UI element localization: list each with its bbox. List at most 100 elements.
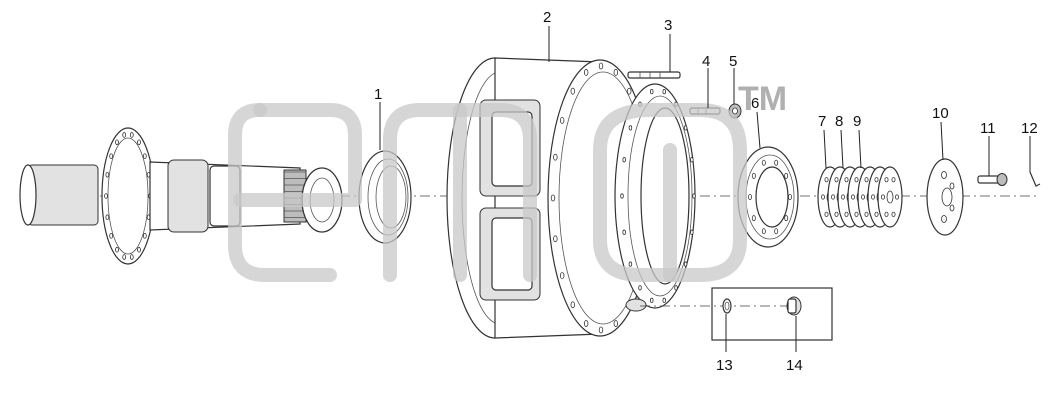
hub-bolt-hole [627, 87, 632, 95]
bore-bolt-hole [662, 89, 666, 95]
lock-plate-part-10 [926, 158, 964, 236]
bearing-roller [761, 159, 766, 166]
hub-bolt-hole [553, 235, 558, 243]
shim-hole [884, 211, 889, 217]
shim-center-hole [886, 190, 894, 204]
flange-bolt-hole [115, 246, 119, 253]
shim-hole [881, 194, 886, 200]
bearing-roller [788, 193, 792, 200]
callout-8: 8 [835, 113, 843, 130]
hub-housing-part-2 [446, 57, 696, 339]
hub-bolt-hole [553, 153, 558, 161]
bore-bolt-hole [628, 261, 633, 267]
shim-hole [864, 211, 869, 217]
flange-bolt-hole [104, 193, 108, 199]
shim-hole [895, 194, 900, 200]
bearing-roller [751, 215, 756, 222]
flange-bolt-hole [122, 132, 127, 138]
bearing-roller [761, 228, 766, 235]
shim-hole [861, 194, 866, 200]
callout-9: 9 [853, 113, 861, 130]
flange-bolt-hole [109, 153, 113, 159]
bore-bolt-hole [650, 89, 654, 95]
shim-hole [834, 177, 839, 183]
o-ring-part-13 [722, 298, 732, 314]
hub-bolt-hole [583, 320, 589, 327]
shim-hole [851, 194, 856, 200]
callout-10: 10 [932, 105, 949, 122]
hub-bolt-hole [583, 69, 589, 76]
watermark-tm-text: TM [738, 80, 787, 118]
shim-stack-parts-7-9 [817, 166, 903, 228]
shim-hole [821, 194, 826, 200]
bore-bolt-hole [622, 229, 626, 235]
flange-bolt-hole [143, 233, 147, 239]
shim-hole [891, 177, 896, 183]
callout-1: 1 [374, 86, 382, 103]
shim-hole [864, 177, 869, 183]
lock-wire-part-12 [1029, 171, 1041, 187]
bore-bolt-hole [650, 297, 654, 303]
bore-bolt-hole [683, 261, 688, 267]
drain-plug-inset [640, 287, 833, 341]
shim-hole [871, 194, 876, 200]
callout-3: 3 [664, 17, 672, 34]
callout-13: 13 [716, 357, 733, 374]
bearing-roller [751, 172, 756, 179]
stud-part-3 [627, 71, 681, 79]
flange-bolt-hole [137, 139, 141, 146]
flange-bolt-hole [143, 153, 147, 159]
hub-bolt-hole [559, 272, 565, 279]
shim-hole [844, 177, 849, 183]
callout-11: 11 [980, 120, 996, 137]
bore-bolt-hole [620, 193, 624, 199]
callout-7: 7 [818, 113, 826, 130]
flange-bolt-hole [129, 132, 134, 138]
hub-bolt-hole [550, 194, 556, 202]
bolt-part-11 [977, 173, 1008, 186]
bore-bolt-hole [690, 229, 694, 235]
shim-hole [884, 177, 889, 183]
hub-bolt-hole [570, 87, 575, 95]
shim-hole [841, 194, 846, 200]
bore-bolt-hole [692, 193, 696, 199]
bore-bolt-hole [638, 285, 642, 291]
callout-labels: 1 2 3 4 5 6 7 8 9 10 11 12 13 14 [374, 9, 1038, 374]
bearing-roller [784, 215, 789, 222]
flange-bolt-hole [122, 254, 127, 260]
shim-hole [874, 177, 879, 183]
shim-hole [854, 211, 859, 217]
bearing-roller [784, 172, 789, 179]
shim-hole [891, 211, 896, 217]
shim-hole [854, 177, 859, 183]
callout-12: 12 [1021, 120, 1038, 137]
shim-hole [831, 194, 836, 200]
watermark-logo: TM [228, 80, 787, 282]
hub-bolt-hole [613, 320, 619, 327]
bearing-roller [774, 228, 779, 235]
flange-bolt-hole [115, 139, 119, 146]
leader-lines [379, 26, 1031, 352]
shim-hole [824, 211, 829, 217]
callout-6: 6 [751, 95, 759, 112]
shim-hole [834, 211, 839, 217]
bearing-roller [774, 159, 779, 166]
drain-plug-part-14 [786, 296, 802, 316]
callout-2: 2 [543, 9, 551, 26]
bore-bolt-hole [683, 125, 688, 131]
shim-hole [874, 211, 879, 217]
bearing-roller [748, 193, 752, 200]
flange-bolt-hole [129, 254, 134, 260]
bore-bolt-hole [674, 285, 678, 291]
flange-bolt-hole [109, 233, 113, 239]
callout-5: 5 [729, 53, 737, 70]
flange-bolt-hole [105, 171, 110, 178]
callout-4: 4 [702, 53, 710, 70]
bore-bolt-hole [690, 157, 694, 163]
callout-14: 14 [786, 357, 803, 374]
hub-bolt-hole [598, 62, 604, 70]
hub-bolt-hole [598, 326, 604, 334]
bore-bolt-hole [628, 125, 633, 131]
